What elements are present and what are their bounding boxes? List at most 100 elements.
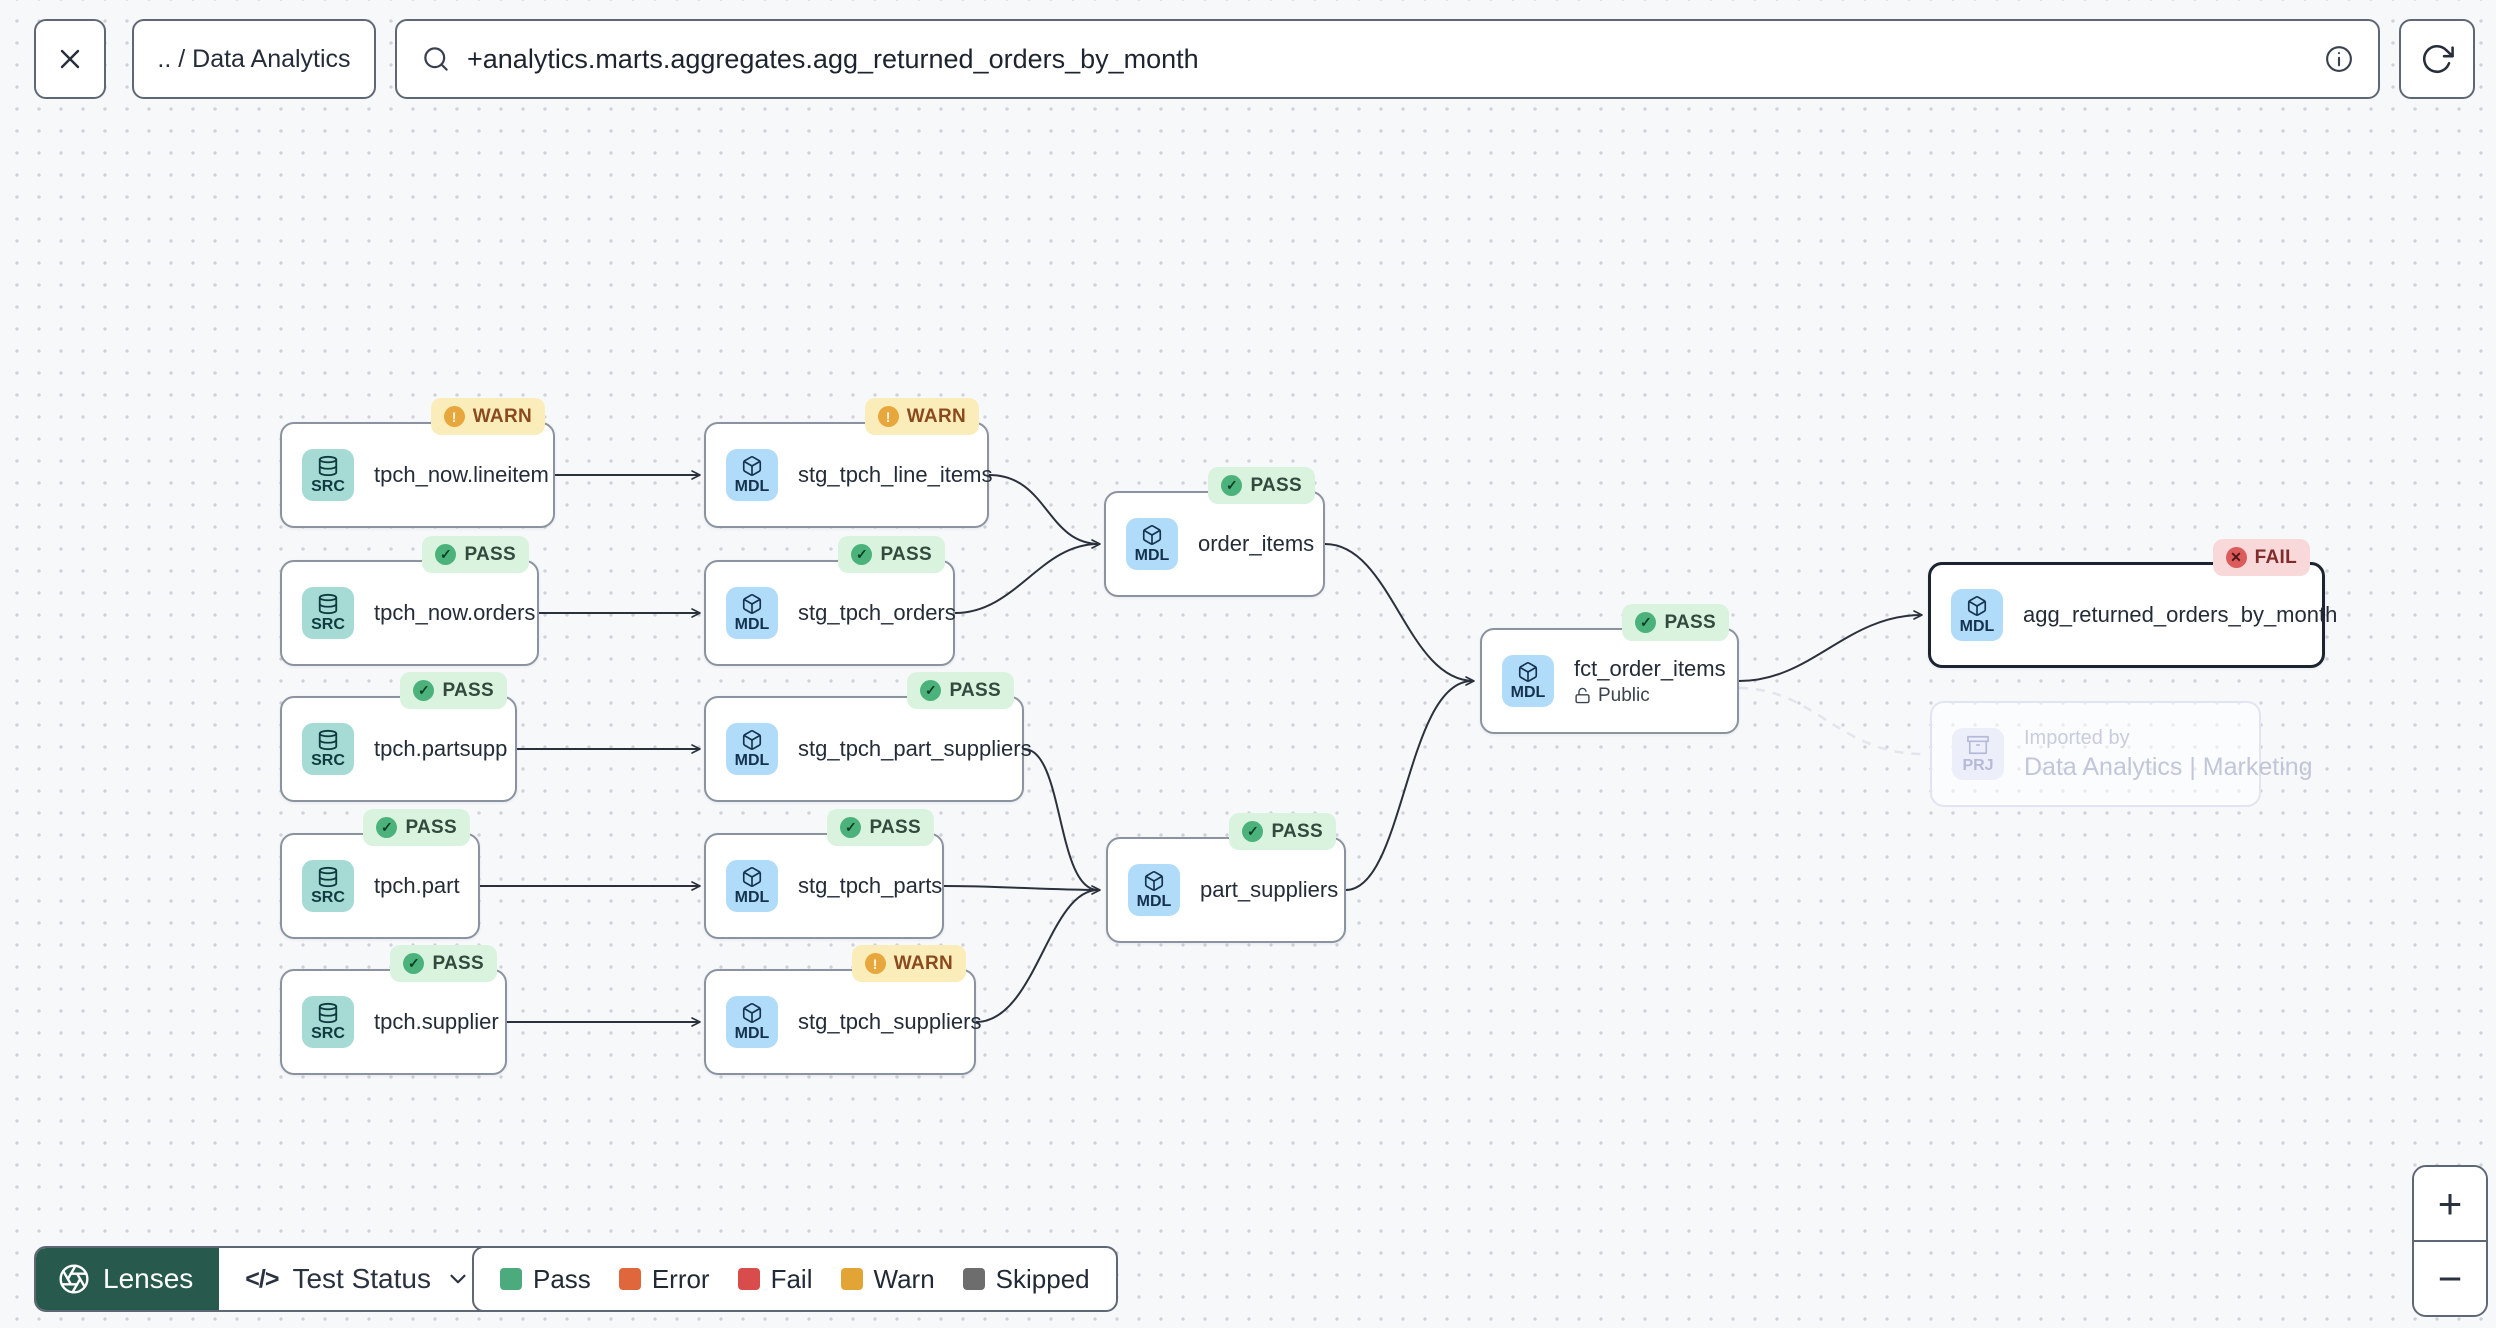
source-tile: SRC: [302, 587, 354, 639]
lineage-node-tpch-supplier[interactable]: ✓PASS SRC tpch.supplier: [280, 945, 507, 1075]
check-icon: ✓: [435, 544, 457, 565]
badge-label: FAIL: [2254, 546, 2297, 568]
check-icon: ✓: [851, 544, 873, 565]
status-badge: ✓ PASS: [422, 536, 529, 573]
lineage-node-imported-by[interactable]: PRJ Imported by Data Analytics | Marketi…: [1930, 701, 2313, 807]
edge: [1023, 748, 1099, 891]
node-label: agg_returned_orders_by_month: [2023, 602, 2338, 627]
check-icon: ✓: [920, 680, 942, 701]
node-label: tpch_now.orders: [374, 600, 536, 625]
tile-label: MDL: [1134, 547, 1170, 564]
check-icon: ✓: [1242, 821, 1264, 842]
lineage-node-stg-tpch-parts[interactable]: ✓ PASS MDL stg_tpch_parts: [704, 809, 944, 939]
error-swatch: [618, 1268, 641, 1290]
model-tile: MDL: [726, 587, 778, 639]
model-tile: MDL: [726, 996, 778, 1048]
node-label: tpch.partsupp: [374, 736, 508, 761]
edge: [975, 889, 1099, 1023]
lineage-node-tpch-partsupp[interactable]: ✓PASS SRC tpch.partsupp: [280, 672, 517, 802]
breadcrumb[interactable]: .. / Data Analytics: [132, 19, 376, 99]
model-tile: MDL: [726, 723, 778, 775]
node-label: stg_tpch_orders: [798, 600, 956, 625]
model-tile: MDL: [1128, 864, 1180, 916]
badge-label: PASS: [949, 679, 1001, 701]
badge-label: PASS: [464, 543, 516, 565]
project-tile: PRJ: [1952, 728, 2004, 780]
check-icon: ✓: [376, 817, 398, 838]
warn-icon: !: [864, 953, 886, 974]
edge: [988, 474, 1101, 549]
warn-swatch: [840, 1268, 863, 1290]
imported-by-projects: Data Analytics | Marketing: [2024, 752, 2313, 781]
node-label: stg_tpch_line_items: [798, 462, 993, 487]
status-badge: ✓PASS: [1229, 813, 1336, 850]
tile-label: MDL: [734, 478, 770, 495]
zoom-out-button[interactable]: −: [2414, 1242, 2486, 1315]
check-icon: ✓: [1221, 475, 1243, 496]
legend-item-fail: Fail: [737, 1264, 813, 1295]
tile-label: SRC: [311, 616, 345, 633]
tile-label: SRC: [311, 889, 345, 906]
node-label: tpch_now.lineitem: [374, 462, 549, 487]
lineage-node-part-suppliers[interactable]: ✓PASS MDL part_suppliers: [1106, 813, 1346, 943]
zoom-in-button[interactable]: +: [2414, 1167, 2486, 1240]
model-tile: MDL: [1951, 589, 2003, 641]
lineage-node-stg-tpch-suppliers[interactable]: ! WARN MDL stg_tpch_suppliers: [704, 945, 981, 1075]
lens-selector[interactable]: </> Test Status: [219, 1248, 497, 1310]
skipped-swatch: [962, 1268, 985, 1290]
node-label: stg_tpch_suppliers: [798, 1009, 982, 1034]
lineage-node-stg-tpch-orders[interactable]: ✓ PASS MDL stg_tpch_orders: [704, 536, 956, 666]
lineage-node-order-items[interactable]: ✓PASS MDL order_items: [1104, 467, 1325, 597]
edge: [954, 543, 1099, 614]
pass-swatch: [500, 1268, 522, 1290]
source-tile: SRC: [302, 449, 354, 501]
edge: [1738, 610, 1923, 682]
info-icon[interactable]: [2324, 44, 2354, 74]
lenses-button[interactable]: Lenses: [36, 1248, 220, 1310]
model-tile: MDL: [1502, 655, 1554, 707]
edge: [1324, 543, 1475, 686]
status-badge: ! WARN: [851, 945, 966, 982]
node-label: tpch.supplier: [374, 1009, 499, 1034]
close-icon: [54, 43, 86, 75]
tile-label: MDL: [734, 889, 770, 906]
edge: [1345, 680, 1473, 891]
lineage-node-fct-order-items[interactable]: ✓PASS MDL fct_order_items Public: [1480, 604, 1739, 734]
refresh-button[interactable]: [2399, 19, 2475, 99]
lineage-node-tpch-part[interactable]: ✓PASS SRC tpch.part: [280, 809, 480, 939]
fail-icon: ✕: [2225, 547, 2247, 568]
visibility-row: Public: [1574, 685, 1726, 707]
badge-label: WARN: [906, 405, 966, 427]
badge-label: PASS: [869, 816, 921, 838]
tile-label: SRC: [311, 478, 345, 495]
model-tile: MDL: [726, 449, 778, 501]
search-input[interactable]: [467, 43, 2308, 75]
badge-label: WARN: [893, 952, 953, 974]
imported-by-title: Imported by: [2024, 726, 2130, 749]
status-badge: ✕ FAIL: [2212, 539, 2310, 576]
check-icon: ✓: [840, 817, 862, 838]
model-tile: MDL: [1126, 518, 1178, 570]
code-icon: </>: [245, 1264, 279, 1293]
zoom-divider: [2414, 1240, 2486, 1242]
badge-label: PASS: [442, 679, 494, 701]
tile-label: SRC: [311, 752, 345, 769]
legend-item-skipped: Skipped: [962, 1264, 1090, 1295]
tile-label: PRJ: [1962, 757, 1994, 774]
lineage-node-stg-tpch-part-suppliers[interactable]: ✓PASS MDL stg_tpch_part_suppliers: [704, 672, 1032, 802]
edge-imported-dashed: [1738, 686, 1923, 756]
node-label: stg_tpch_parts: [798, 873, 943, 898]
edge: [943, 885, 1101, 895]
status-badge: ✓ PASS: [827, 809, 934, 846]
visibility-label: Public: [1598, 684, 1650, 706]
lineage-node-tpch-now-lineitem[interactable]: !WARN SRC tpch_now.lineitem: [280, 398, 555, 528]
search-icon: [421, 44, 451, 74]
lineage-node-agg-returned-orders-by-month[interactable]: ✕ FAIL MDL agg_returned_orders_by_month: [1928, 539, 2337, 668]
chevron-down-icon: [445, 1266, 471, 1292]
badge-label: PASS: [880, 543, 932, 565]
lineage-node-stg-tpch-line-items[interactable]: !WARN MDL stg_tpch_line_items: [704, 398, 993, 528]
lineage-node-tpch-now-orders[interactable]: ✓ PASS SRC tpch_now.orders: [280, 536, 539, 666]
status-badge: ✓PASS: [1208, 467, 1315, 504]
close-button[interactable]: [34, 19, 106, 99]
